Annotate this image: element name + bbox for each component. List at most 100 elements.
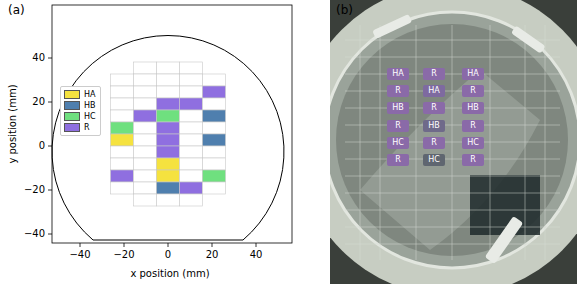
die-cell bbox=[157, 62, 180, 74]
die-cell bbox=[157, 194, 180, 206]
die-cell bbox=[157, 122, 180, 134]
sample-chip: R bbox=[387, 85, 409, 97]
die-cell bbox=[111, 170, 134, 182]
sample-chip: R bbox=[462, 154, 484, 166]
sample-chip: R bbox=[462, 85, 484, 97]
die-cell bbox=[180, 110, 203, 122]
die-cell bbox=[157, 158, 180, 170]
die-cell bbox=[180, 158, 203, 170]
die-cell bbox=[111, 182, 134, 194]
chip-label: HA bbox=[428, 87, 440, 95]
chip-label: HB bbox=[467, 104, 479, 112]
axis-ticks bbox=[48, 58, 256, 247]
die-cell bbox=[134, 146, 157, 158]
die-cell bbox=[180, 170, 203, 182]
sample-chip: HA bbox=[423, 85, 445, 97]
sample-chip: HC bbox=[423, 154, 445, 166]
die-cell bbox=[157, 110, 180, 122]
tick-label: −40 bbox=[69, 250, 90, 260]
chip-label: R bbox=[395, 87, 401, 95]
die-cell bbox=[134, 158, 157, 170]
tick-label: 40 bbox=[32, 53, 45, 63]
legend-box: HAHB HC R bbox=[60, 86, 101, 136]
die-cell bbox=[111, 122, 134, 134]
die-cell bbox=[180, 122, 203, 134]
chip-label: R bbox=[431, 104, 437, 112]
die-cell bbox=[134, 122, 157, 134]
die-cell bbox=[134, 134, 157, 146]
tick-label: 20 bbox=[32, 97, 45, 107]
chip-label: R bbox=[395, 122, 401, 130]
die-cell bbox=[203, 170, 226, 182]
die-cell bbox=[134, 74, 157, 86]
legend-row: HB bbox=[64, 100, 96, 111]
legend-row: HA bbox=[64, 89, 96, 100]
chip-label: R bbox=[395, 156, 401, 164]
tick-label: −20 bbox=[113, 250, 134, 260]
die-cell bbox=[134, 182, 157, 194]
tick-label: −20 bbox=[24, 185, 45, 195]
sample-chip: HB bbox=[462, 102, 484, 114]
chip-label: HC bbox=[392, 139, 404, 147]
legend-swatch bbox=[64, 112, 80, 121]
die-cell bbox=[111, 98, 134, 110]
legend-text: HB bbox=[84, 101, 96, 110]
die-cell bbox=[111, 74, 134, 86]
die-cell bbox=[203, 182, 226, 194]
tick-label: 20 bbox=[206, 250, 219, 260]
die-cell bbox=[203, 86, 226, 98]
sample-chip: R bbox=[423, 102, 445, 114]
die-cell bbox=[111, 110, 134, 122]
die-cell bbox=[157, 86, 180, 98]
die-cell bbox=[157, 74, 180, 86]
die-cell bbox=[111, 158, 134, 170]
chip-label: HA bbox=[392, 70, 404, 78]
photo bbox=[330, 0, 577, 284]
sample-chip: R bbox=[462, 120, 484, 132]
tick-label: 0 bbox=[39, 141, 45, 151]
chip-label: R bbox=[470, 156, 476, 164]
die-grid bbox=[111, 62, 226, 206]
tick-label: 40 bbox=[250, 250, 263, 260]
legend-text: HC bbox=[84, 112, 96, 121]
sample-chip: HB bbox=[423, 120, 445, 132]
die-cell bbox=[111, 86, 134, 98]
die-cell bbox=[157, 134, 180, 146]
chip-label: R bbox=[431, 70, 437, 78]
die-cell bbox=[134, 98, 157, 110]
sample-chip: R bbox=[423, 68, 445, 80]
legend-row: R bbox=[64, 122, 96, 133]
axes-frame bbox=[52, 5, 292, 243]
die-cell bbox=[180, 62, 203, 74]
panel-label: (b) bbox=[336, 4, 353, 16]
chip-label: HB bbox=[428, 122, 440, 130]
tick-label: 0 bbox=[165, 250, 171, 260]
die-cell bbox=[180, 134, 203, 146]
die-cell bbox=[134, 110, 157, 122]
legend-swatch bbox=[64, 123, 80, 132]
sample-chip: HB bbox=[387, 102, 409, 114]
tick-label: −40 bbox=[24, 229, 45, 239]
die-cell bbox=[134, 170, 157, 182]
die-cell bbox=[111, 134, 134, 146]
die-cell bbox=[111, 146, 134, 158]
sample-chip: HC bbox=[462, 137, 484, 149]
die-cell bbox=[157, 98, 180, 110]
die-cell bbox=[203, 134, 226, 146]
die-cell bbox=[134, 62, 157, 74]
die-cell bbox=[157, 170, 180, 182]
die-cell bbox=[203, 122, 226, 134]
legend-text: R bbox=[84, 123, 90, 132]
die-cell bbox=[203, 74, 226, 86]
legend-swatch bbox=[64, 101, 80, 110]
axis-title: y position (mm) bbox=[8, 84, 18, 163]
die-cell bbox=[180, 74, 203, 86]
sample-chip: R bbox=[387, 154, 409, 166]
chip-label: R bbox=[470, 87, 476, 95]
wafer-outline bbox=[52, 36, 284, 240]
chip-label: HC bbox=[428, 156, 440, 164]
panel-label: (a) bbox=[8, 4, 25, 16]
sample-chip: HA bbox=[462, 68, 484, 80]
